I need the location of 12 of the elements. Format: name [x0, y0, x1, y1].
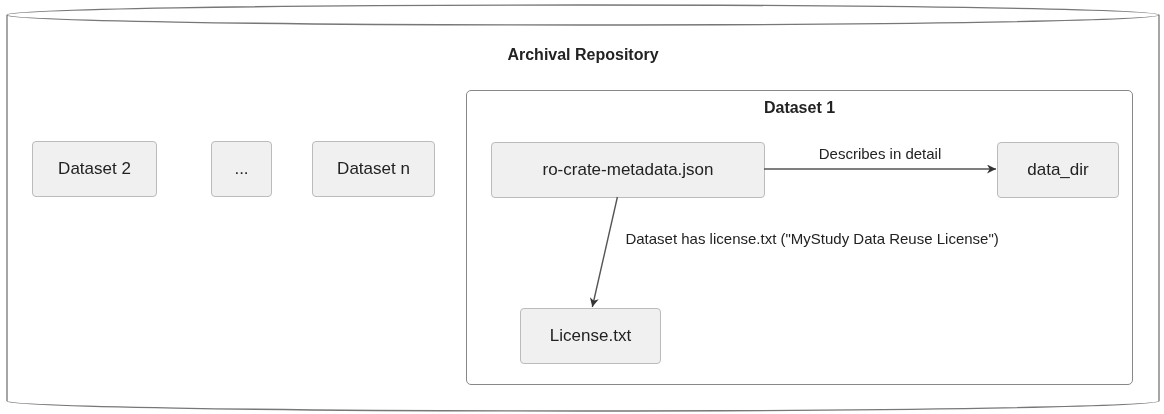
group-title: Dataset 1 [762, 99, 837, 117]
file-box: License.txt [520, 308, 661, 364]
file-box: Dataset 2 [32, 141, 157, 197]
arrow [589, 196, 619, 308]
dataset-container [466, 90, 1133, 385]
group-title: Archival Repository [506, 46, 660, 64]
file-box: Dataset n [312, 141, 435, 197]
repository-cylinder [6, 4, 1160, 412]
file-box: ro-crate-metadata.json [491, 142, 765, 198]
file-box: data_dir [997, 142, 1119, 198]
arrow [763, 164, 997, 174]
file-box: ... [211, 141, 272, 197]
